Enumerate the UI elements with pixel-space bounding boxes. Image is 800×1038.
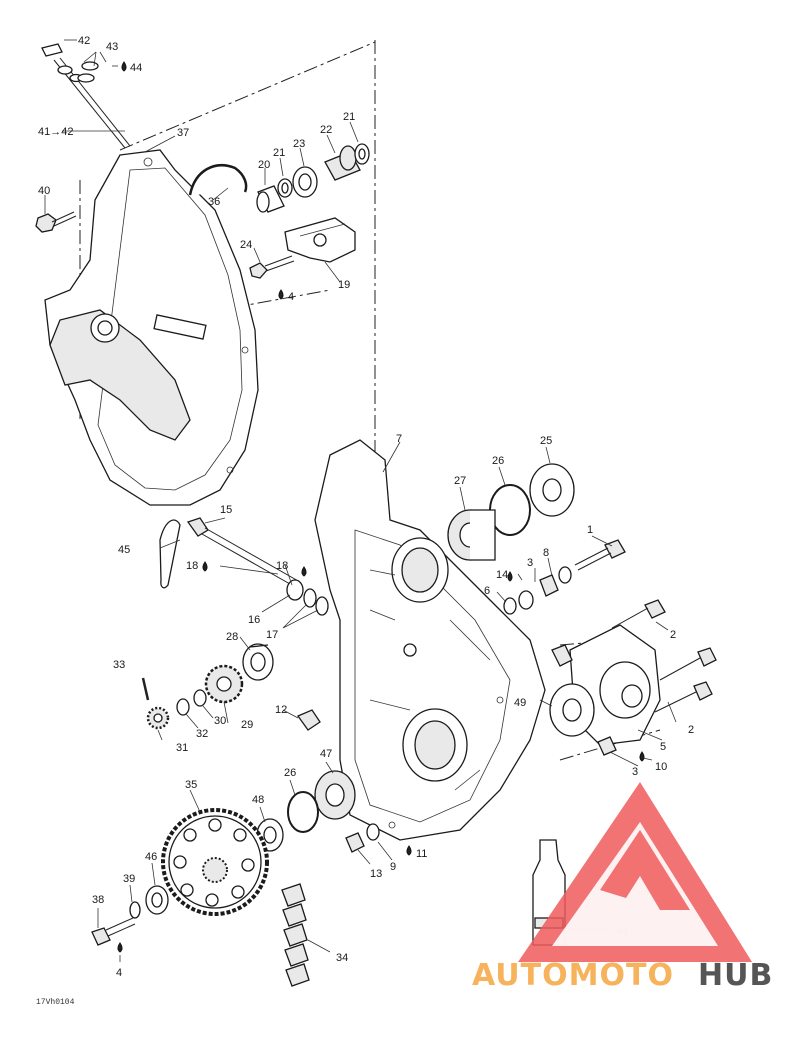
bolt-38 [91, 917, 136, 953]
callout-15: 15 [220, 504, 232, 516]
callout-25: 25 [540, 435, 552, 447]
chain-34 [281, 883, 310, 987]
tensioner-bracket-19 [284, 217, 356, 263]
watermark-text-automoto: AUTOMOTO [472, 958, 674, 993]
callout-12: 12 [275, 704, 287, 716]
cotter-pin-45 [159, 519, 181, 589]
callout-24: 24 [240, 239, 252, 251]
seal-25 [529, 463, 575, 517]
sprocket-29 [204, 664, 244, 704]
screw-41 [41, 43, 131, 149]
callout-13: 13 [370, 868, 382, 880]
callout-28: 28 [226, 631, 238, 643]
tensioner-parts-20-23 [256, 143, 370, 213]
callout-21-a: 21 [273, 147, 285, 159]
callout-43: 43 [106, 41, 118, 53]
callout-34: 34 [336, 952, 348, 964]
o-rings-43 [77, 61, 99, 83]
callout-36: 36 [208, 196, 220, 208]
pin-33 [141, 677, 150, 701]
callout-3-lower: 3 [632, 766, 638, 778]
callout-20: 20 [258, 159, 270, 171]
sealant-drop-icon [121, 61, 127, 72]
watermark-logo: AUTOMOTO HUB [472, 782, 773, 993]
callout-23: 23 [293, 138, 305, 150]
seal-49 [549, 683, 595, 737]
adjuster-bolt-15 [186, 517, 307, 589]
callout-46: 46 [145, 851, 157, 863]
chaincase-cover-37 [44, 149, 259, 506]
callout-38: 38 [92, 894, 104, 906]
callout-31: 31 [176, 742, 188, 754]
callout-14: 14 [496, 569, 508, 581]
callout-2-upper: 2 [670, 629, 676, 641]
callout-3-upper: 3 [527, 557, 533, 569]
gear-35 [161, 808, 269, 916]
callout-30: 30 [214, 715, 226, 727]
watermark-text-hub: HUB [698, 958, 773, 993]
washer-39 [129, 901, 141, 919]
callout-8: 8 [543, 547, 549, 559]
callout-7: 7 [396, 433, 402, 445]
bolt-24 [249, 255, 295, 300]
callout-21-b: 21 [343, 111, 355, 123]
callout-26-lower: 26 [284, 767, 296, 779]
sprocket-31 [146, 706, 170, 730]
callout-4-lower: 4 [116, 967, 122, 979]
circlip-26-upper [489, 484, 531, 536]
nut-3-lower [597, 736, 645, 762]
chaincase-housing-7 [314, 439, 546, 841]
callout-6: 6 [484, 585, 490, 597]
callout-29: 29 [241, 719, 253, 731]
callout-44-top: 44 [130, 62, 142, 74]
callout-27: 27 [454, 475, 466, 487]
callout-49: 49 [514, 697, 526, 709]
callout-32: 32 [196, 728, 208, 740]
bearing-47 [314, 770, 356, 820]
washers-30-32 [176, 689, 207, 716]
bolt-40 [35, 211, 77, 233]
callout-45: 45 [118, 544, 130, 556]
callout-16: 16 [248, 614, 260, 626]
callout-1: 1 [587, 524, 593, 536]
nut-12 [297, 709, 321, 731]
callout-17: 17 [266, 629, 278, 641]
callout-19: 19 [338, 279, 350, 291]
washers-nuts-3-8 [539, 566, 572, 597]
washers-6-14 [503, 571, 534, 615]
callout-42-top: 42 [78, 35, 90, 47]
callout-5: 5 [660, 741, 666, 753]
spring-wire-36 [188, 164, 248, 196]
callout-37: 37 [177, 127, 189, 139]
spacer-28 [242, 643, 274, 681]
bolt-1 [574, 539, 626, 571]
callout-35: 35 [185, 779, 197, 791]
circlip-26-lower [287, 791, 319, 833]
callout-11: 11 [416, 848, 427, 860]
bolts-2 [611, 599, 717, 713]
spacer-46 [145, 885, 169, 915]
callout-39: 39 [123, 873, 135, 885]
callout-18-a: 18 [276, 560, 288, 572]
callout-22: 22 [320, 124, 332, 136]
bearing-27 [447, 509, 496, 561]
callout-9: 9 [390, 861, 396, 873]
callout-41-42: 41→42 [38, 126, 73, 138]
callout-26-upper: 26 [492, 455, 504, 467]
nut-13-washer-9 [345, 823, 412, 856]
callout-33: 33 [113, 659, 125, 671]
callout-10: 10 [655, 761, 667, 773]
callout-48: 48 [252, 794, 264, 806]
spacer-48 [256, 818, 284, 852]
washers-16-17 [286, 579, 329, 616]
callout-4-upper: 4 [288, 291, 294, 303]
callout-47: 47 [320, 748, 332, 760]
callout-18-b: 18 [186, 560, 198, 572]
callout-40: 40 [38, 185, 50, 197]
callout-2-lower: 2 [688, 724, 694, 736]
drawing-reference: 17Vh0104 [36, 998, 75, 1007]
